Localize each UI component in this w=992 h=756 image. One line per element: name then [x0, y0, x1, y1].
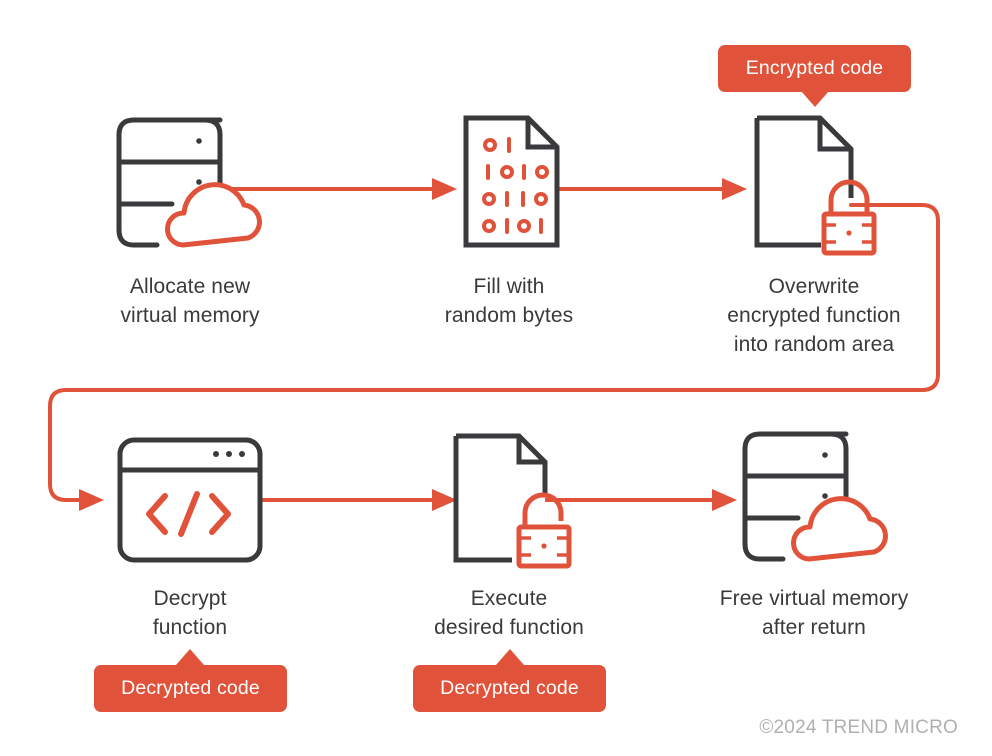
- badge-decrypted-code-execute: Decrypted code: [413, 665, 606, 712]
- connector-fill-to-overwrite: [557, 178, 747, 200]
- step-label-fill-random: Fill with random bytes: [444, 275, 574, 327]
- connector-execute-to-free: [545, 489, 737, 511]
- binary-document-icon: [463, 115, 560, 248]
- code-window-icon: [117, 437, 263, 563]
- step-label-allocate: Allocate new virtual memory: [120, 275, 260, 327]
- padlock-open-icon: [516, 492, 572, 569]
- server-cloud-icon-free: [742, 431, 888, 562]
- badge-encrypted-code: Encrypted code: [718, 45, 911, 92]
- padlock-closed-icon: [821, 179, 877, 256]
- connector-overwrite-to-decrypt: [48, 203, 940, 511]
- badge-decrypted-code-decrypt: Decrypted code: [94, 665, 287, 712]
- step-label-free: Free virtual memory after return: [719, 587, 909, 639]
- step-label-decrypt: Decrypt function: [152, 587, 228, 639]
- badge-encrypted-code-tail: [801, 91, 829, 107]
- document-unlocked-icon: [453, 433, 548, 563]
- step-label-execute: Execute desired function: [434, 587, 584, 639]
- server-cloud-icon: [116, 117, 262, 248]
- copyright-notice: ©2024 TREND MICRO: [759, 717, 958, 738]
- step-label-overwrite: Overwrite encrypted function into random…: [727, 275, 901, 356]
- badge-decrypted-code-decrypt-tail: [176, 649, 204, 665]
- badge-decrypted-code-execute-tail: [496, 649, 524, 665]
- connector-decrypt-to-execute: [260, 489, 457, 511]
- connector-allocate-to-fill: [220, 178, 457, 200]
